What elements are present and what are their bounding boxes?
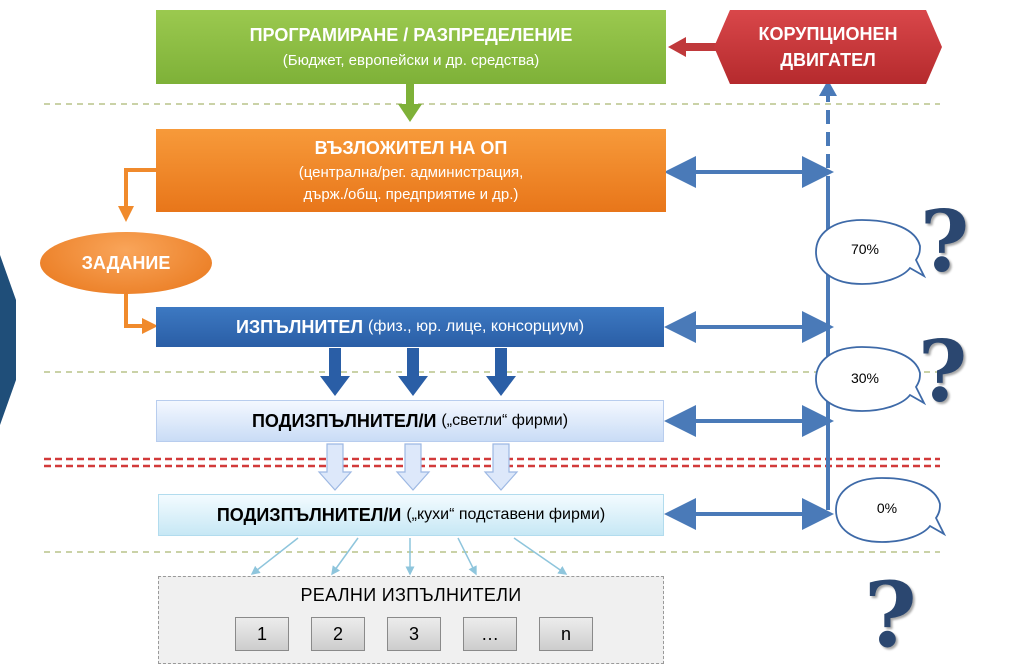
- task-label: ЗАДАНИЕ: [81, 252, 171, 273]
- light-down-arrows: [317, 443, 519, 491]
- sub-shell-details: („кухи“ подставени фирми): [406, 506, 606, 523]
- red-arrow-head: [668, 37, 686, 57]
- executor-item: 2: [311, 617, 365, 651]
- question-mark-icon: ?: [918, 322, 968, 421]
- speech-bubble-shape: [815, 346, 927, 412]
- green-arrow-shaft: [406, 84, 414, 106]
- engine-line2: ДВИГАТЕЛ: [780, 50, 876, 70]
- orange-arrow-head: [142, 318, 158, 334]
- real-executors-box: РЕАЛНИ ИЗПЪЛНИТЕЛИ 1 2 3 … n: [158, 576, 664, 664]
- contracting-title: ВЪЗЛОЖИТЕЛ НА ОП: [314, 138, 508, 158]
- dark-blue-down-arrows: [320, 348, 516, 396]
- engine-line1: КОРУПЦИОНЕН: [758, 24, 898, 44]
- orange-arrow-head: [118, 206, 134, 222]
- task-ellipse: ЗАДАНИЕ: [40, 232, 212, 294]
- orange-connector-top: [124, 168, 156, 208]
- percent-bubble-70: 70%: [812, 216, 930, 288]
- percent-0-label: 0%: [876, 500, 898, 516]
- percent-70-label: 70%: [850, 241, 880, 257]
- contractor-box: ИЗПЪЛНИТЕЛ (физ., юр. лице, консорциум): [156, 307, 664, 347]
- left-edge-chevron: [0, 255, 16, 425]
- executor-list: 1 2 3 … n: [235, 617, 615, 651]
- percent-30-label: 30%: [850, 370, 880, 386]
- contracting-authority-box: ВЪЗЛОЖИТЕЛ НА ОП (централна/рег. админис…: [156, 129, 666, 212]
- executor-item: 3: [387, 617, 441, 651]
- sub-light-details: („светли“ фирми): [441, 412, 569, 429]
- fan-arrows: [250, 537, 568, 576]
- executor-item: n: [539, 617, 593, 651]
- contracting-line3: държ./общ. предприятие и др.): [303, 186, 519, 203]
- programming-subtitle: (Бюджет, европейски и др. средства): [282, 52, 540, 69]
- question-mark-icon: ?: [864, 562, 917, 668]
- programming-box: ПРОГРАМИРАНЕ / РАЗПРЕДЕЛЕНИЕ (Бюджет, ев…: [156, 10, 666, 84]
- contractor-title: ИЗПЪЛНИТЕЛ: [235, 316, 363, 337]
- subcontractor-light-box: ПОДИЗПЪЛНИТЕЛ/И („светли“ фирми): [156, 400, 664, 442]
- blue-up-arrow-head: [819, 80, 837, 96]
- subcontractor-shell-box: ПОДИЗПЪЛНИТЕЛ/И („кухи“ подставени фирми…: [158, 494, 664, 536]
- question-mark-icon: ?: [920, 192, 970, 291]
- contracting-line2: (централна/рег. администрация,: [298, 164, 524, 181]
- sub-shell-title: ПОДИЗПЪЛНИТЕЛ/И: [216, 504, 402, 525]
- contractor-details: (физ., юр. лице, консорциум): [367, 318, 585, 335]
- corruption-engine-box: КОРУПЦИОНЕН ДВИГАТЕЛ: [714, 10, 942, 84]
- sub-light-title: ПОДИЗПЪЛНИТЕЛ/И: [251, 410, 437, 431]
- speech-bubble-shape: [835, 477, 947, 543]
- percent-bubble-30: 30%: [812, 343, 930, 415]
- executor-item: …: [463, 617, 517, 651]
- executor-item: 1: [235, 617, 289, 651]
- orange-connector-bottom: [124, 294, 144, 328]
- speech-bubble-shape: [815, 219, 927, 285]
- red-arrow-shaft: [680, 43, 716, 51]
- green-arrow-head: [398, 104, 422, 122]
- percent-bubble-0: 0%: [832, 474, 950, 546]
- programming-title: ПРОГРАМИРАНЕ / РАЗПРЕДЕЛЕНИЕ: [249, 25, 573, 45]
- real-executors-title: РЕАЛНИ ИЗПЪЛНИТЕЛИ: [300, 585, 522, 605]
